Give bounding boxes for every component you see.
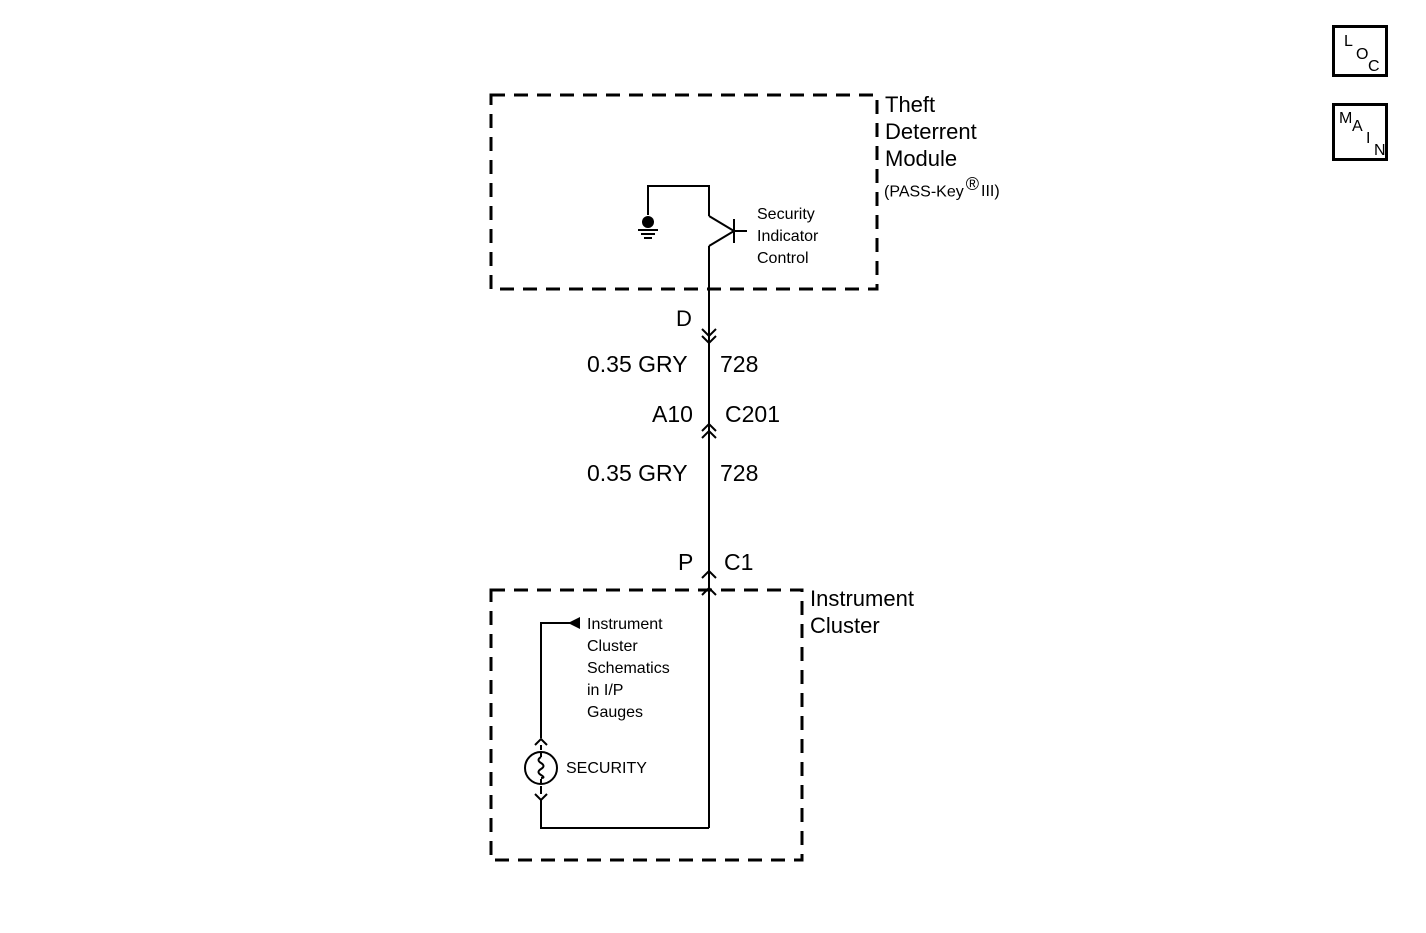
loc-letter-l: L [1344,33,1353,50]
ref-line1: Instrument [587,616,663,633]
connector-d-icon [701,328,717,345]
cluster-connector-c1: C1 [724,549,754,575]
control-label-line1: Security [757,206,815,223]
wire1-gauge-color: 0.35 GRY [587,351,688,377]
wire2-circuit: 728 [720,460,759,486]
loc-letter-c: C [1368,58,1380,75]
main-button[interactable]: M A I N [1332,103,1388,161]
cluster-title-line2: Cluster [810,613,880,638]
subtitle-prefix: (PASS-Key [884,183,964,201]
connector-c201-label: C201 [725,401,780,427]
cluster-pin-p: P [678,549,694,575]
connector-pin-a10: A10 [652,401,693,427]
instrument-cluster-boundary [489,588,804,862]
ref-line4: in I/P [587,682,624,699]
ref-line2: Cluster [587,638,638,655]
main-letter-m: M [1339,110,1353,127]
ground-icon [638,185,710,239]
theft-module-title-line3: Module [885,146,958,171]
cluster-title-line1: Instrument [810,586,914,611]
connector-c1-icon [701,569,717,596]
loc-letter-o: O [1356,46,1369,63]
reference-arrow-icon [568,617,580,629]
registered-mark: ® [965,174,979,194]
control-label-line2: Indicator [757,228,819,245]
wire2-gauge-color: 0.35 GRY [587,460,688,486]
connector-c201-icon [701,422,717,439]
security-lamp-label: SECURITY [566,760,647,777]
transistor-icon [708,215,747,247]
main-letter-n: N [1374,142,1386,159]
ref-line3: Schematics [587,660,670,677]
theft-module-title-line2: Deterrent [885,119,977,144]
security-lamp-icon [524,751,558,785]
theft-module-title-line1: Theft [885,92,936,117]
theft-module-boundary [489,93,879,291]
lamp-connector-icon [534,737,548,802]
cluster-reference-line [540,622,572,738]
cluster-ref-link[interactable]: Instrument Cluster Schematics in I/P Gau… [587,614,670,724]
ref-line5: Gauges [587,704,644,721]
loc-button[interactable]: L O C [1332,25,1388,77]
main-letter-i: I [1366,130,1371,147]
cluster-internal-circuit [540,800,709,829]
theft-module-subtitle: (PASS-Key®III) [884,175,1000,200]
pin-d-label: D [676,306,692,331]
wire1-circuit: 728 [720,351,759,377]
control-label-line3: Control [757,250,809,267]
subtitle-suffix: III) [981,183,1000,201]
main-letter-a: A [1352,118,1363,135]
